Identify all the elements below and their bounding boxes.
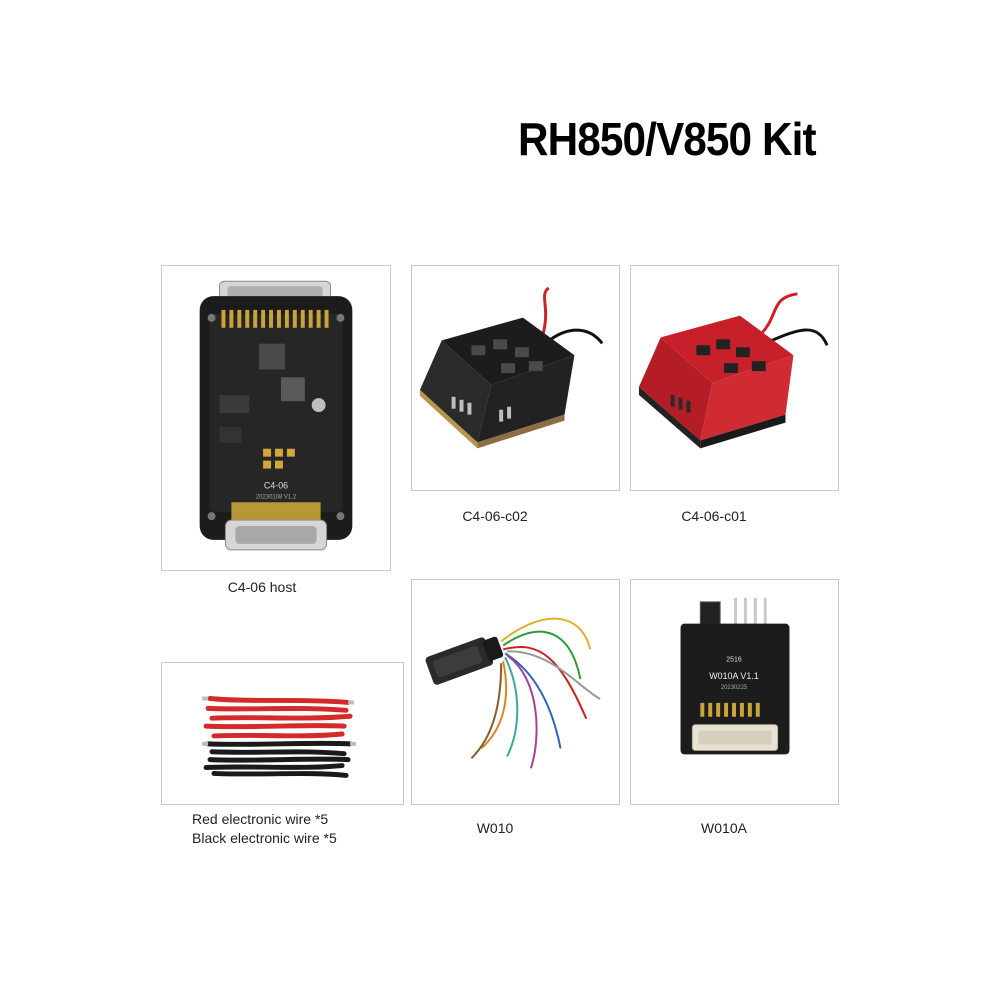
caption-c4-06-c01: C4-06-c01: [681, 508, 747, 524]
electronic-wires-illustration: [202, 696, 356, 778]
caption-c4-06-c02: C4-06-c02: [462, 508, 528, 524]
w010-cable-illustration: [425, 617, 601, 769]
product-image-electronic-wires: [161, 662, 404, 805]
product-image-w010: [411, 579, 620, 805]
board-number: 2516: [726, 656, 742, 663]
product-image-c4-06-c02: [411, 265, 620, 491]
board-silkscreen-label: C4-06: [264, 480, 288, 490]
c4-06-host-illustration: C4-06 20230108 V1.2: [199, 280, 353, 551]
w010a-board-illustration: 2516 W010A V1.1 20230225: [680, 597, 790, 755]
product-image-c4-06-host: C4-06 20230108 V1.2: [161, 265, 391, 571]
caption-wires-line2: Black electronic wire *5: [192, 830, 337, 846]
product-image-c4-06-c01: [630, 265, 839, 491]
caption-w010: W010: [476, 820, 514, 836]
caption-w010a: W010A: [701, 820, 747, 836]
page-title: RH850/V850 Kit: [518, 113, 817, 165]
board-silkscreen-label: W010A V1.1: [709, 671, 759, 681]
c4-06-c01-illustration: [638, 292, 829, 449]
caption-wires-line1: Red electronic wire *5: [192, 811, 329, 827]
caption-c4-06-host: C4-06 host: [227, 579, 297, 595]
c4-06-c02-illustration: [419, 286, 604, 449]
product-image-w010a: 2516 W010A V1.1 20230225: [630, 579, 839, 805]
board-date: 20230225: [721, 685, 748, 691]
board-silkscreen-version: 20230108 V1.2: [256, 494, 296, 500]
